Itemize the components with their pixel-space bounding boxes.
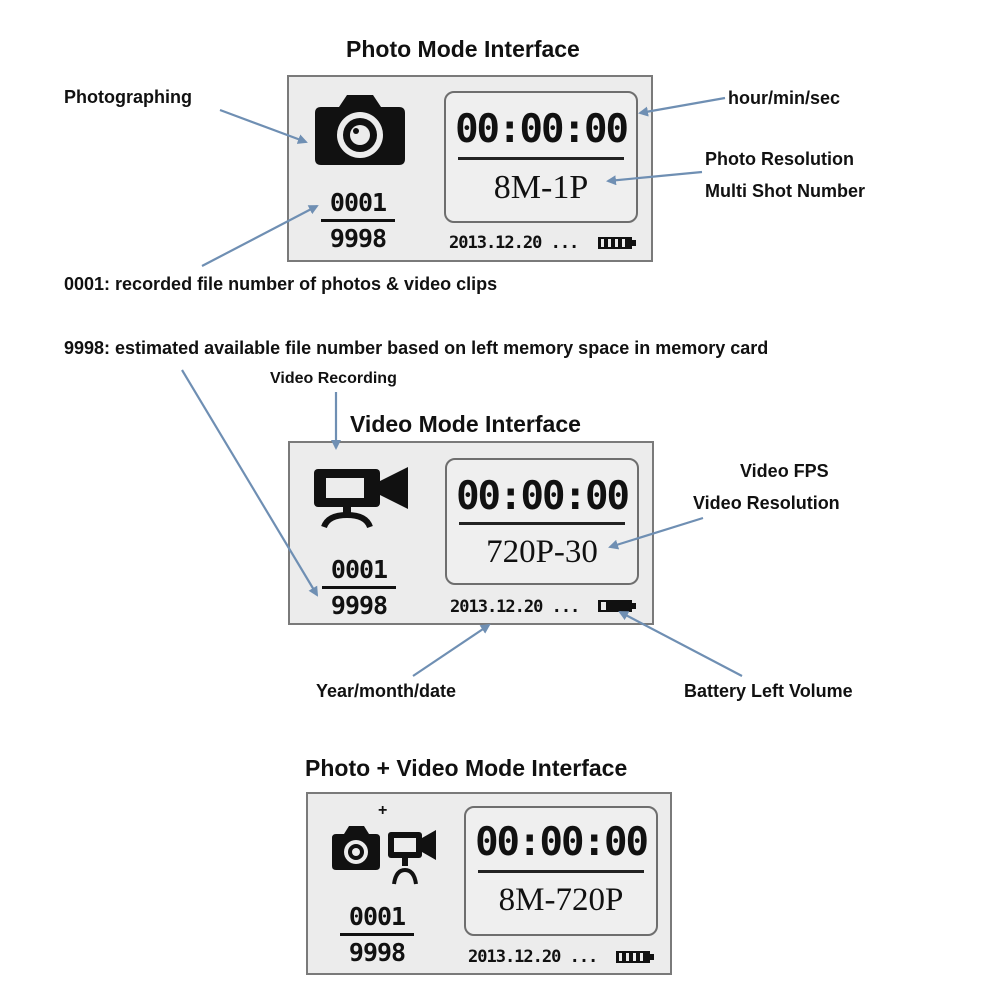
settings-panel: 00:00:00 720P-30 bbox=[445, 458, 639, 585]
battery-icon bbox=[598, 237, 636, 249]
video-resolution-label: Video Resolution bbox=[693, 493, 840, 513]
video-mode-screen: 0001 9998 00:00:00 720P-30 2013.12.20 ..… bbox=[288, 441, 654, 625]
battery-label: Battery Left Volume bbox=[684, 681, 853, 701]
multi-shot-label: Multi Shot Number bbox=[705, 181, 865, 201]
available-count-label: 9998: estimated available file number ba… bbox=[64, 338, 769, 358]
date-label: Year/month/date bbox=[316, 681, 457, 701]
arrow-date bbox=[412, 623, 491, 677]
date-display: 2013.12.20 ... bbox=[468, 947, 598, 967]
panel-divider bbox=[459, 522, 625, 525]
date-display: 2013.12.20 ... bbox=[450, 597, 580, 617]
counter-divider bbox=[322, 586, 396, 589]
video-mode-title: Video Mode Interface bbox=[350, 411, 581, 437]
available-count: 9998 bbox=[330, 591, 388, 620]
recorded-count-label: 0001: recorded file number of photos & v… bbox=[64, 274, 498, 294]
camera-icon bbox=[315, 95, 405, 165]
timer-display: 00:00:00 bbox=[475, 820, 649, 865]
timer-display: 00:00:00 bbox=[455, 107, 629, 152]
combo-mode-screen: + 0001 9998 00:00:00 8M-720P 2013.12.20 … bbox=[306, 792, 672, 975]
counter-divider bbox=[340, 933, 414, 936]
panel-divider bbox=[478, 870, 644, 873]
recorded-count: 0001 bbox=[348, 902, 406, 931]
recorded-count: 0001 bbox=[329, 188, 387, 217]
timer-display: 00:00:00 bbox=[456, 474, 630, 519]
available-count: 9998 bbox=[329, 224, 387, 253]
settings-panel: 00:00:00 8M-720P bbox=[464, 806, 658, 936]
battery-icon bbox=[598, 600, 636, 612]
file-counter: 0001 9998 bbox=[340, 902, 414, 967]
available-count: 9998 bbox=[348, 938, 406, 967]
panel-divider bbox=[458, 157, 624, 160]
file-counter: 0001 9998 bbox=[322, 555, 396, 620]
video-fps-label: Video FPS bbox=[740, 461, 829, 481]
resolution-display: 8M-1P bbox=[493, 169, 589, 206]
date-display: 2013.12.20 ... bbox=[449, 233, 579, 253]
video-recording-label: Video Recording bbox=[270, 370, 397, 387]
settings-panel: 00:00:00 8M-1P bbox=[444, 91, 638, 223]
combo-mode-title: Photo + Video Mode Interface bbox=[305, 755, 628, 781]
battery-icon bbox=[616, 951, 654, 963]
resolution-display: 8M-720P bbox=[498, 882, 624, 918]
plus-sign: + bbox=[378, 802, 388, 819]
video-camera-icon bbox=[314, 467, 408, 529]
file-counter: 0001 9998 bbox=[321, 188, 395, 253]
time-label: hour/min/sec bbox=[728, 88, 841, 108]
photo-mode-title: Photo Mode Interface bbox=[346, 36, 580, 62]
photographing-label: Photographing bbox=[64, 87, 192, 107]
counter-divider bbox=[321, 219, 395, 222]
camera-plus-video-icon bbox=[332, 826, 436, 885]
photo-mode-screen: 0001 9998 00:00:00 8M-1P 2013.12.20 ... bbox=[287, 75, 653, 262]
recorded-count: 0001 bbox=[330, 555, 388, 584]
photo-resolution-label: Photo Resolution bbox=[705, 149, 854, 169]
resolution-display: 720P-30 bbox=[486, 534, 598, 570]
